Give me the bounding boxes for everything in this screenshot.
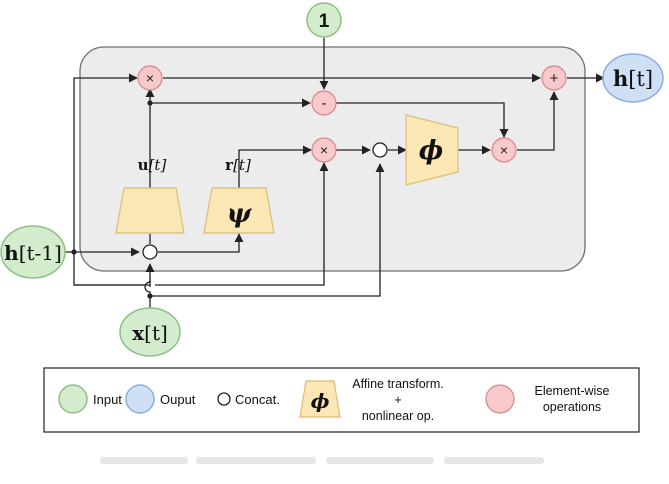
svg-text:-: - [322,95,327,112]
svg-text:h[t]: h[t] [613,66,653,91]
input-x-node: x[t] [119,307,181,357]
top-multiply-op: × [137,65,163,91]
hidden-prev-node: h[t-1] [0,225,66,279]
reset-gate-label: r[t] [225,156,251,174]
svg-text:x[t]: x[t] [132,321,168,345]
candidate-multiply-op: × [491,137,517,163]
legend-concat-label: Concat. [235,392,280,407]
svg-text:×: × [146,70,154,86]
junction-dot [147,293,153,299]
svg-text:h[t-1]: h[t-1] [4,241,62,265]
reset-gate-block: ψ [203,187,275,234]
update-gate-block [115,187,185,234]
legend-output-swatch [125,384,155,414]
psi-symbol: ψ [227,199,253,229]
blurred-caption [100,457,544,464]
svg-text:+: + [550,70,559,87]
legend-input-swatch [58,384,88,414]
svg-text:×: × [500,142,508,158]
legend-affine-swatch [299,380,341,418]
subtract-op: - [311,90,337,116]
legend-input-label: Input [93,392,122,407]
legend-phi-symbol: ϕ [311,389,330,413]
reset-multiply-op: × [311,137,337,163]
legend-elementwise-swatch [485,384,515,414]
phi-symbol: ϕ [419,136,443,166]
junction-dot [147,100,153,106]
concat-node-candidate [372,142,388,158]
legend-affine-line3: nonlinear op. [362,409,434,423]
legend-elementwise-line1: Element-wise [534,384,609,398]
legend-output-label: Ouput [160,392,196,407]
output-node: h[t] [602,53,664,103]
update-gate-label: u[t] [138,156,167,174]
add-op: + [541,65,567,91]
legend-concat-swatch [217,392,231,406]
svg-text:×: × [320,142,328,158]
concat-node-input [142,244,158,260]
svg-text:1: 1 [319,11,330,32]
junction-dot [71,249,77,255]
legend-affine-line1: Affine transform. [352,377,443,391]
legend: Input Ouput Concat. ϕ Affine transform. … [43,367,640,433]
candidate-block: ϕ [405,114,459,186]
constant-one-node: 1 [306,2,342,38]
legend-elementwise-line2: operations [543,400,601,414]
wires [64,38,605,316]
legend-affine-line2: + [394,393,401,407]
